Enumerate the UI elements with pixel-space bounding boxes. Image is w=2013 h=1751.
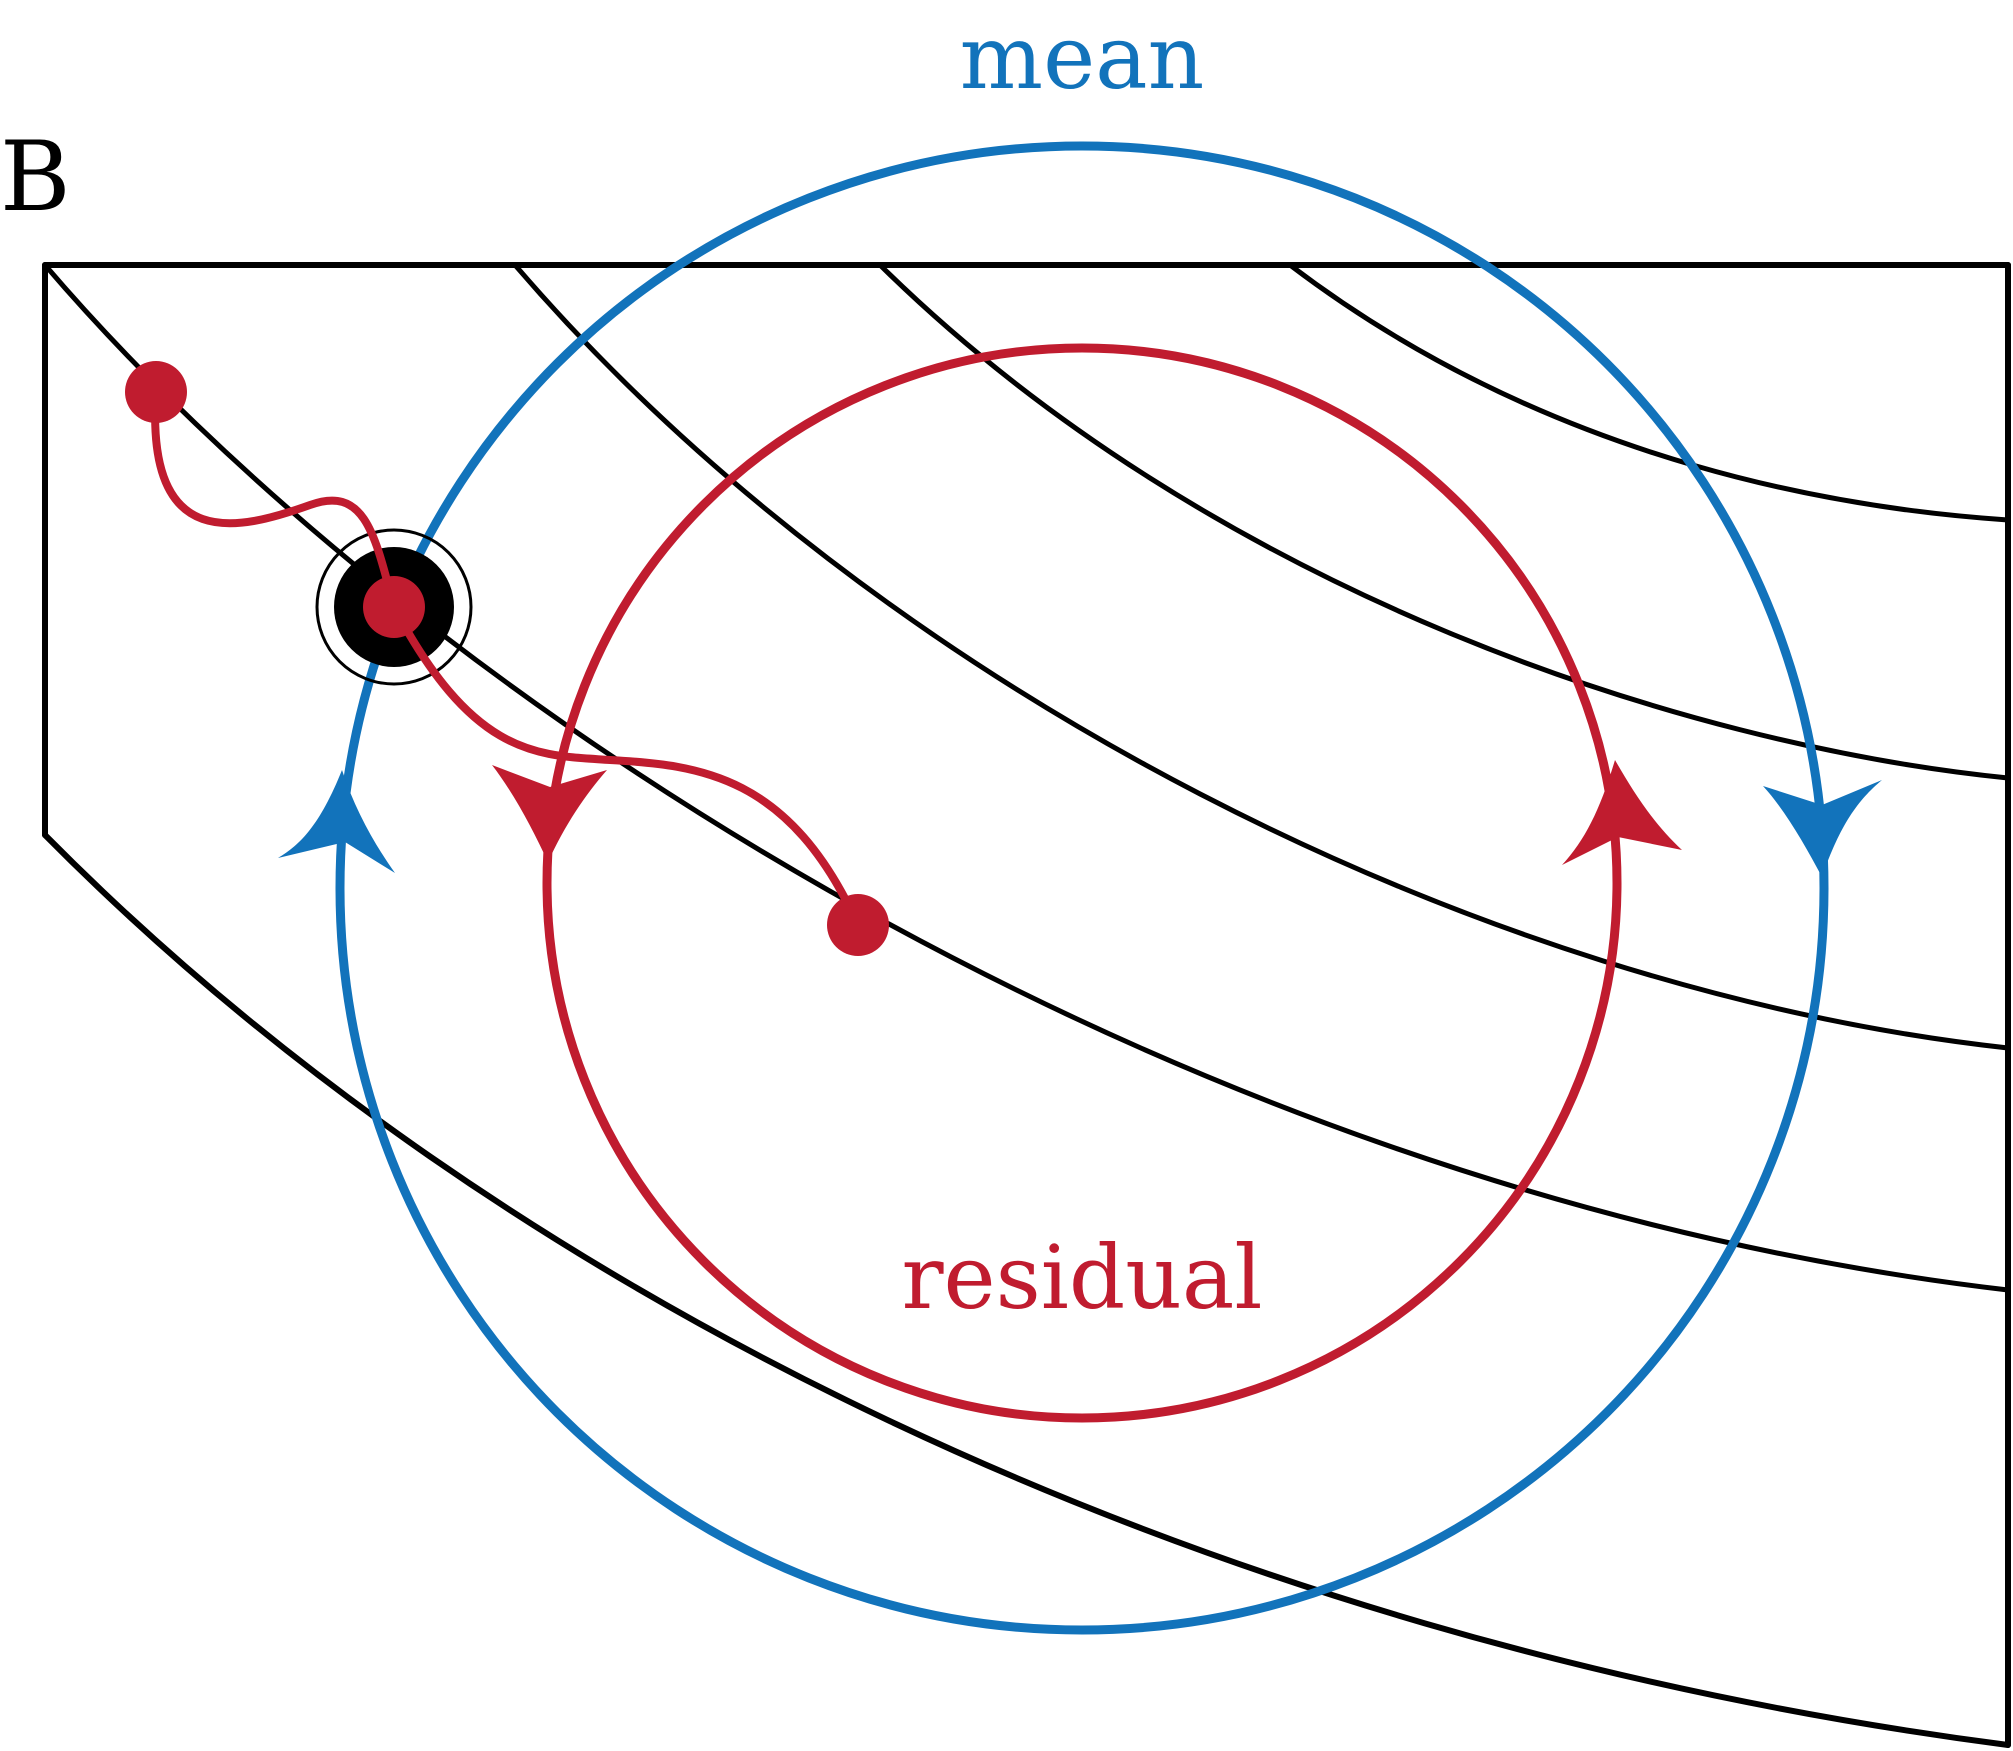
residual-label: residual (901, 1226, 1262, 1329)
residual-circle (542, 343, 1622, 1423)
contour-line-2 (513, 263, 2009, 1051)
particle-lower (827, 894, 889, 956)
residual-arrow-right-icon (1562, 760, 1682, 865)
mean-label: mean (960, 6, 1205, 109)
trajectory-lower (390, 603, 862, 929)
panel-label: B (0, 121, 71, 233)
contour-line-3 (878, 263, 2009, 781)
mean-circle (335, 141, 1829, 1635)
release-point-ring (315, 528, 473, 686)
boundary-bottom-curve (42, 832, 2011, 1748)
region-boundary (42, 262, 2011, 1748)
particle-release (363, 576, 425, 638)
particle-upper (125, 361, 187, 423)
trajectory-upper (151, 388, 398, 611)
residual-circulation (492, 343, 1682, 1423)
contour-line-4 (1288, 263, 2009, 523)
residual-particles (125, 361, 889, 956)
contour-line-1 (43, 263, 2009, 1293)
mean-arrow-right-icon (1763, 780, 1882, 877)
mean-arrow-left-icon (278, 770, 395, 873)
contour-lines (43, 263, 2009, 1293)
residual-trajectories (151, 388, 862, 929)
mean-circulation (278, 141, 1882, 1635)
residual-arrow-left-icon (492, 765, 607, 862)
